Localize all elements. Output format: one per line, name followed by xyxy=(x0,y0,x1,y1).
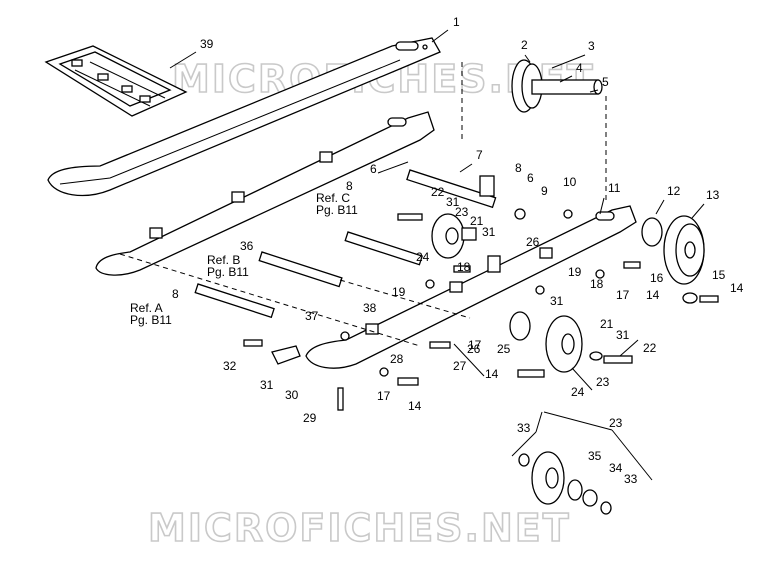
part-23-wheel-upper xyxy=(431,213,465,259)
rail-lower xyxy=(305,205,637,369)
leader-lines xyxy=(169,29,705,391)
reference-note-refB: Ref. B xyxy=(207,253,240,267)
callout-31: 31 xyxy=(482,225,496,239)
callout-11: 11 xyxy=(608,181,621,195)
callout-17: 17 xyxy=(468,338,482,352)
callout-27: 27 xyxy=(453,359,467,373)
callout-9: 9 xyxy=(541,184,548,198)
callout-31: 31 xyxy=(260,378,274,392)
callout-14: 14 xyxy=(730,281,744,295)
callout-23: 23 xyxy=(609,416,623,430)
callout-8: 8 xyxy=(346,179,353,193)
callout-26: 26 xyxy=(526,235,540,249)
callout-31: 31 xyxy=(446,195,460,209)
part-23-exploded-assembly xyxy=(511,411,653,515)
part-1-upper-rail xyxy=(47,37,441,197)
callout-33: 33 xyxy=(517,421,531,435)
callout-4: 4 xyxy=(576,61,583,75)
callout-26: 26 xyxy=(467,342,481,356)
cross-shafts xyxy=(119,169,497,347)
callout-22: 22 xyxy=(431,185,445,199)
callout-16: 16 xyxy=(650,271,664,285)
callout-10: 10 xyxy=(563,175,577,189)
callout-35: 35 xyxy=(588,449,602,463)
callout-38: 38 xyxy=(363,301,377,315)
callout-7: 7 xyxy=(476,148,483,162)
callout-23: 23 xyxy=(455,205,469,219)
callout-12: 12 xyxy=(667,184,681,198)
callout-24: 24 xyxy=(571,385,585,399)
callout-31: 31 xyxy=(616,328,630,342)
callout-8: 8 xyxy=(515,161,522,175)
callout-14: 14 xyxy=(646,288,660,302)
callout-32: 32 xyxy=(223,359,237,373)
callout-1: 1 xyxy=(453,15,460,29)
callout-3: 3 xyxy=(588,39,595,53)
callout-39: 39 xyxy=(200,37,214,51)
callout-2: 2 xyxy=(521,38,528,52)
callout-23: 23 xyxy=(596,375,610,389)
part-21-26-spacers xyxy=(461,175,501,273)
callout-14: 14 xyxy=(408,399,422,413)
callout-22: 22 xyxy=(643,341,657,355)
callout-18: 18 xyxy=(590,277,604,291)
reference-note-refC: Pg. B11 xyxy=(316,203,358,217)
callout-14: 14 xyxy=(485,367,499,381)
part-23-25-wheel-lower xyxy=(509,311,633,373)
callout-21: 21 xyxy=(600,317,614,331)
callout-25: 25 xyxy=(497,342,511,356)
callout-37: 37 xyxy=(305,309,319,323)
reference-note-refB: Pg. B11 xyxy=(207,265,249,279)
callout-13: 13 xyxy=(706,188,720,202)
callout-34: 34 xyxy=(609,461,623,475)
callout-21: 21 xyxy=(470,214,484,228)
callout-5: 5 xyxy=(602,75,609,89)
reference-note-refA: Pg. B11 xyxy=(130,313,172,327)
callout-19: 19 xyxy=(568,265,582,279)
callout-36: 36 xyxy=(240,239,254,253)
callout-8: 8 xyxy=(172,287,179,301)
watermark-bottom: MICROFICHES.NET xyxy=(148,506,571,550)
small-hardware xyxy=(243,208,641,411)
callout-15: 15 xyxy=(712,268,726,282)
callout-29: 29 xyxy=(303,411,317,425)
part-39-plate xyxy=(44,45,188,117)
callout-24: 24 xyxy=(416,250,430,264)
callout-17: 17 xyxy=(616,288,630,302)
callout-6: 6 xyxy=(370,162,377,176)
callout-31: 31 xyxy=(550,294,564,308)
reference-note-refC: Ref. C xyxy=(316,191,350,205)
callout-6: 6 xyxy=(527,171,534,185)
reference-note-refA: Ref. A xyxy=(130,301,163,315)
callout-17: 17 xyxy=(377,389,391,403)
callout-33: 33 xyxy=(624,472,638,486)
part-12-13-rear-wheel xyxy=(641,215,719,304)
callout-30: 30 xyxy=(285,388,299,402)
callout-28: 28 xyxy=(390,352,404,366)
callout-18: 18 xyxy=(457,260,471,274)
callout-19: 19 xyxy=(392,285,406,299)
rail-middle xyxy=(95,111,435,276)
part-2-5-wheel-axle xyxy=(461,59,607,200)
